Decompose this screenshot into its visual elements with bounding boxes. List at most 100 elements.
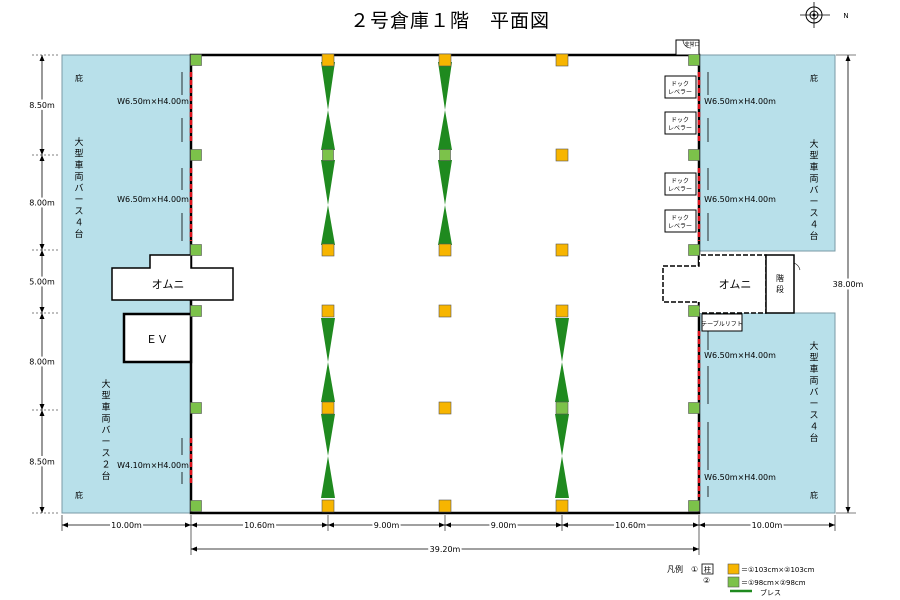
dim-right-total-arrow bbox=[845, 507, 851, 513]
dock-leveler-3[interactable]: ドック レベラー bbox=[664, 172, 697, 196]
bus-label-right-lower-char: ス bbox=[809, 411, 818, 421]
door-label-right-4: W6.50m×H4.00m bbox=[704, 473, 776, 482]
door-label-right-1: W6.50m×H4.00m bbox=[704, 97, 776, 106]
stairs-label-2: 段 bbox=[776, 284, 784, 294]
door-label-left-1: W6.50m×H4.00m bbox=[117, 97, 189, 106]
braces bbox=[321, 62, 569, 498]
bus-label-right-upper-char: 台 bbox=[809, 230, 818, 242]
column bbox=[438, 243, 452, 257]
stairs-label-1: 階 bbox=[776, 273, 784, 283]
dock-leveler-text: レベラー bbox=[668, 186, 692, 193]
eave-right-bottom: 庇 bbox=[810, 490, 818, 500]
dim-bottom-5-arrow bbox=[699, 522, 705, 528]
dock-leveler-2[interactable]: ドック レベラー bbox=[664, 111, 697, 135]
table-lift[interactable]: テーブルリフト bbox=[701, 313, 743, 332]
eave-right-top: 庇 bbox=[810, 73, 818, 83]
column bbox=[322, 149, 334, 161]
dock-leveler-1[interactable]: ドック レベラー bbox=[664, 75, 697, 99]
plan-title: ２号倉庫１階 平面図 bbox=[349, 10, 550, 32]
dock-leveler-text: レベラー bbox=[668, 125, 692, 132]
bus-label-left-upper-char: 大 bbox=[74, 136, 83, 148]
dim-total-width-arrow bbox=[693, 546, 699, 552]
dim-left-3-arrow bbox=[39, 404, 45, 410]
bus-label-right-lower-char: 車 bbox=[809, 363, 818, 375]
dim-bottom-2-label: 9.00m bbox=[374, 521, 400, 530]
doors bbox=[189, 72, 701, 497]
compass-label: N bbox=[843, 12, 848, 20]
dim-bottom-1-label: 10.60m bbox=[244, 521, 275, 530]
dock-leveler-text: レベラー bbox=[668, 223, 692, 230]
column bbox=[555, 401, 569, 415]
bus-label-left-upper-char: ４ bbox=[74, 219, 83, 229]
bus-label-right-upper-char: ４ bbox=[809, 221, 818, 231]
column bbox=[321, 304, 335, 318]
dock-leveler-text: ドック bbox=[671, 81, 689, 88]
dock-leveler-text: レベラー bbox=[668, 89, 692, 96]
dim-left-2-arrow bbox=[39, 307, 45, 313]
dim-total-width-label: 39.20m bbox=[430, 545, 461, 554]
dim-left-3-arrow bbox=[39, 313, 45, 319]
brace bbox=[555, 318, 569, 402]
dim-left-4-arrow bbox=[39, 507, 45, 513]
bus-label-right-upper-char: 両 bbox=[809, 174, 818, 185]
legend-item2-num: ② bbox=[703, 576, 710, 585]
stairs[interactable]: 階 段 bbox=[765, 254, 801, 314]
dim-left-1-arrow bbox=[39, 155, 45, 161]
dim-bottom-4-arrow bbox=[693, 522, 699, 528]
bus-label-left-lower-char: 大 bbox=[101, 378, 110, 390]
ev-label: ＥＶ bbox=[146, 333, 168, 346]
column bbox=[438, 304, 452, 318]
right-berth-area-lower bbox=[698, 312, 836, 514]
dim-left-0-arrow bbox=[39, 149, 45, 155]
bus-label-left-upper-char: ー bbox=[74, 196, 83, 206]
column bbox=[555, 243, 569, 257]
dim-left-1-label: 8.00m bbox=[29, 199, 55, 208]
dim-left-0-arrow bbox=[39, 55, 45, 61]
column bbox=[190, 149, 202, 161]
bus-label-right-lower-char: ー bbox=[809, 400, 818, 410]
bus-label-left-lower-char: ー bbox=[101, 438, 110, 448]
door-label-left-2: W6.50m×H4.00m bbox=[117, 195, 189, 204]
bus-label-right-lower-char: 両 bbox=[809, 376, 818, 387]
bus-label-right-lower-char: バ bbox=[809, 387, 818, 398]
dim-bottom-1-arrow bbox=[322, 522, 328, 528]
brace bbox=[438, 62, 452, 150]
column bbox=[190, 305, 202, 317]
legend-orange-swatch bbox=[727, 563, 740, 575]
door-label-right-3: W6.50m×H4.00m bbox=[704, 351, 776, 360]
dim-bottom-3-arrow bbox=[445, 522, 451, 528]
dim-left-1-arrow bbox=[39, 244, 45, 250]
dim-bottom-0-arrow bbox=[62, 522, 68, 528]
column bbox=[688, 149, 700, 161]
emergency-exit[interactable]: 非常口 bbox=[675, 39, 700, 56]
elevator[interactable]: ＥＶ bbox=[122, 312, 193, 364]
column bbox=[555, 499, 569, 513]
bus-label-left-upper-char: 両 bbox=[74, 172, 83, 183]
dim-left-0-label: 8.50m bbox=[29, 101, 55, 110]
eave-left-bottom: 庇 bbox=[75, 490, 83, 500]
bus-label-right-lower-char: 型 bbox=[809, 353, 818, 364]
dim-bottom-0-arrow bbox=[185, 522, 191, 528]
bus-label-right-lower-char: 台 bbox=[809, 432, 818, 444]
column bbox=[190, 402, 202, 414]
column bbox=[688, 54, 700, 66]
bus-label-right-upper-char: ス bbox=[809, 209, 818, 219]
brace bbox=[321, 414, 335, 498]
dock-leveler-text: ドック bbox=[671, 178, 689, 185]
bus-label-left-lower-char: 型 bbox=[101, 391, 110, 402]
door-label-right-2: W6.50m×H4.00m bbox=[704, 195, 776, 204]
column bbox=[190, 500, 202, 512]
bus-label-left-upper-char: ス bbox=[74, 207, 83, 217]
column bbox=[438, 499, 452, 513]
compass-icon: N bbox=[800, 2, 849, 28]
column bbox=[688, 305, 700, 317]
dim-bottom-3-arrow bbox=[556, 522, 562, 528]
dock-leveler-4[interactable]: ドック レベラー bbox=[664, 209, 697, 233]
column bbox=[190, 54, 202, 66]
bus-label-right-upper-char: ー bbox=[809, 198, 818, 208]
bus-label-right-upper-char: 車 bbox=[809, 161, 818, 173]
omni-room-left[interactable]: オムニ bbox=[111, 254, 234, 301]
bus-label-left-lower-char: バ bbox=[101, 425, 110, 436]
